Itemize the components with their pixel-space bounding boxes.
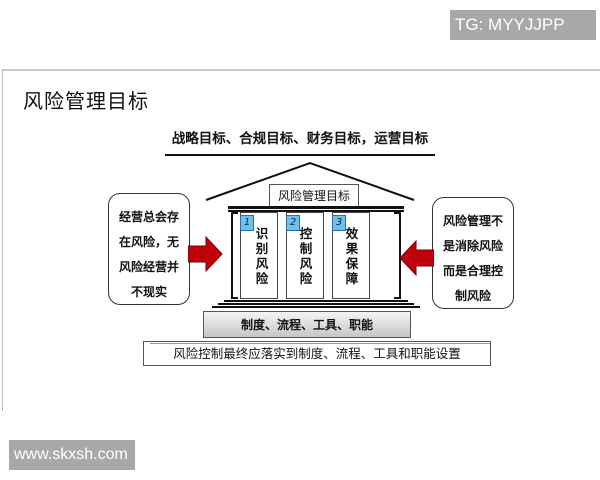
slide-frame-top-border [2,69,600,71]
goals-underline [165,154,435,156]
right-note-box: 风险管理不 是消除风险 而是合理控 制风险 [432,197,514,309]
foundation-block: 风险控制最终应落实到制度、流程、工具和职能设置 [143,341,491,366]
watermark-bottom: www.skxsh.com [9,440,135,470]
step-1 [224,300,408,302]
pillar-effect-assurance: 3 效果保障 [332,212,370,299]
watermark-top: TG: MYYJJPP [450,10,596,40]
slide-frame-left-border [2,69,3,411]
step-3 [212,306,420,308]
pillar-number-tag: 2 [286,215,300,231]
arrow-right-icon [188,236,223,272]
base-block: 制度、流程、工具、职能 [203,311,411,338]
pillar-label: 控制风险 [299,226,313,286]
roof-beam [228,206,404,209]
left-note-box: 经营总会存 在风险，无 风险经营并 不现实 [108,193,190,305]
foundation-rule [150,343,490,344]
roof-beam-lower [228,210,404,212]
pillar-number-tag: 3 [332,215,346,231]
roof-label: 风险管理目标 [269,184,359,208]
step-2 [218,303,414,305]
goals-heading: 战略目标、合规目标、财务目标，运营目标 [171,131,429,147]
pillar-identify-risk: 1 识别风险 [240,212,278,299]
pillar-label: 识别风险 [255,226,269,286]
pillar-number-tag: 1 [240,215,254,231]
pillar-label: 效果保障 [345,226,359,286]
slide-title: 风险管理目标 [23,89,149,113]
pillar-control-risk: 2 控制风险 [286,212,324,299]
arrow-left-icon [399,240,434,276]
